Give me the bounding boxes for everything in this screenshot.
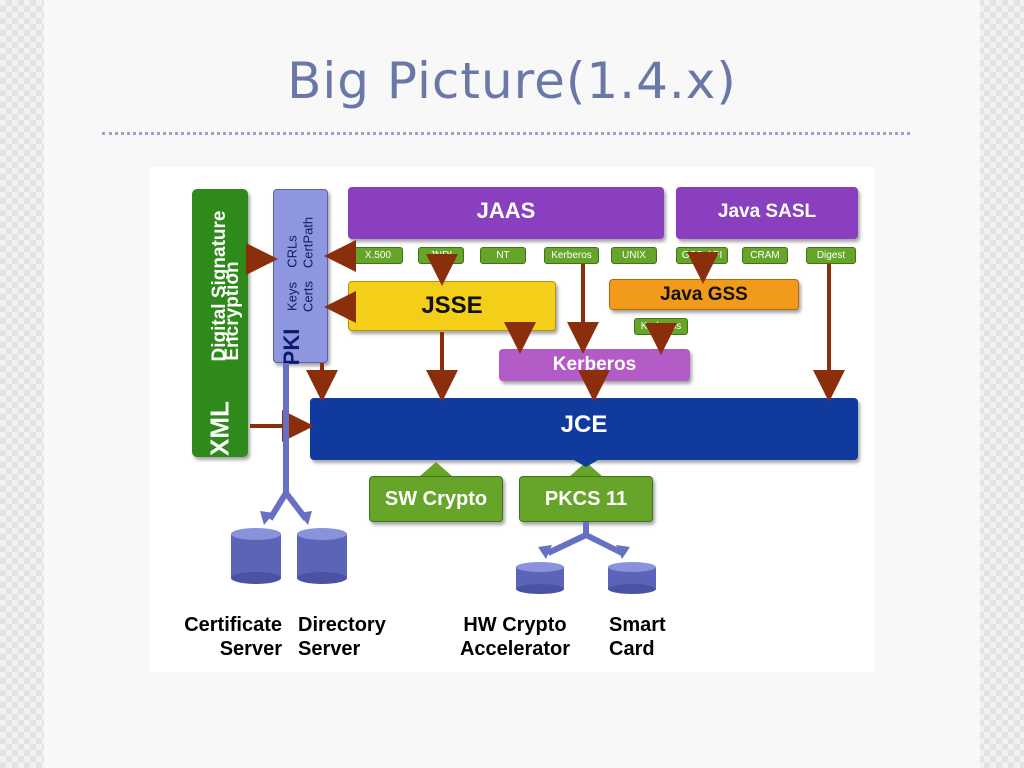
hw-crypto-db-icon [516,562,564,594]
pki-fork-right-head [298,511,312,525]
smart-card-line1: Smart [609,614,666,636]
slide-title: Big Picture(1.4.x) [287,52,737,110]
certificate-server-line1: Certificate [184,614,282,636]
sw-crypto-box: SW Crypto [369,476,503,522]
hw-crypto-line2: Accelerator [459,638,571,660]
hw-crypto-caption: HW Crypto Accelerator [450,613,580,661]
tag-nt: NT [480,247,526,264]
tag-cram: CRAM [742,247,788,264]
xml-signature-box: XML Digital Signature Encryption [192,189,248,457]
title-divider [102,132,910,135]
jaas-box: JAAS [348,187,664,239]
pkcs11-notch [570,462,602,476]
tag-kerberos: Kerberos [544,247,599,264]
pkcs11-fork-left [546,532,588,556]
pkcs11-fork-right-head [616,545,630,559]
smart-card-db-icon [608,562,656,594]
pki-box: PKI Keys Certs CRLs CertPath [273,189,328,365]
directory-server-db-icon [297,528,347,584]
directory-server-line2: Server [298,638,361,660]
certificate-server-line2: Server [219,638,282,660]
smart-card-line2: Card [609,638,655,660]
jsse-jce-notch [574,460,598,467]
certificate-server-db-icon [231,528,281,584]
tag-x500: X.500 [353,247,403,264]
pkcs11-box: PKCS 11 [519,476,653,522]
pkcs11-fork-right [584,532,624,556]
tag-unix: UNIX [611,247,657,264]
sw-crypto-notch [420,462,452,476]
directory-server-line1: Directory [298,614,386,636]
certificate-server-caption: Certificate Server [168,613,282,661]
java-gss-box: Java GSS [609,279,799,310]
directory-server-caption: Directory Server [298,613,418,661]
tag-digest: Digest [806,247,856,264]
hw-crypto-line1: HW Crypto [463,614,567,636]
pkcs11-fork-left-head [538,545,552,559]
pki-fork-left [267,491,289,521]
jce-box: JCE [310,398,858,460]
architecture-diagram: XML Digital Signature Encryption PKI Key… [150,167,874,672]
pki-fork-left-head [260,511,274,525]
java-sasl-box: Java SASL [676,187,858,239]
smart-card-caption: Smart Card [609,613,699,661]
diagram-connectors [231,240,845,594]
